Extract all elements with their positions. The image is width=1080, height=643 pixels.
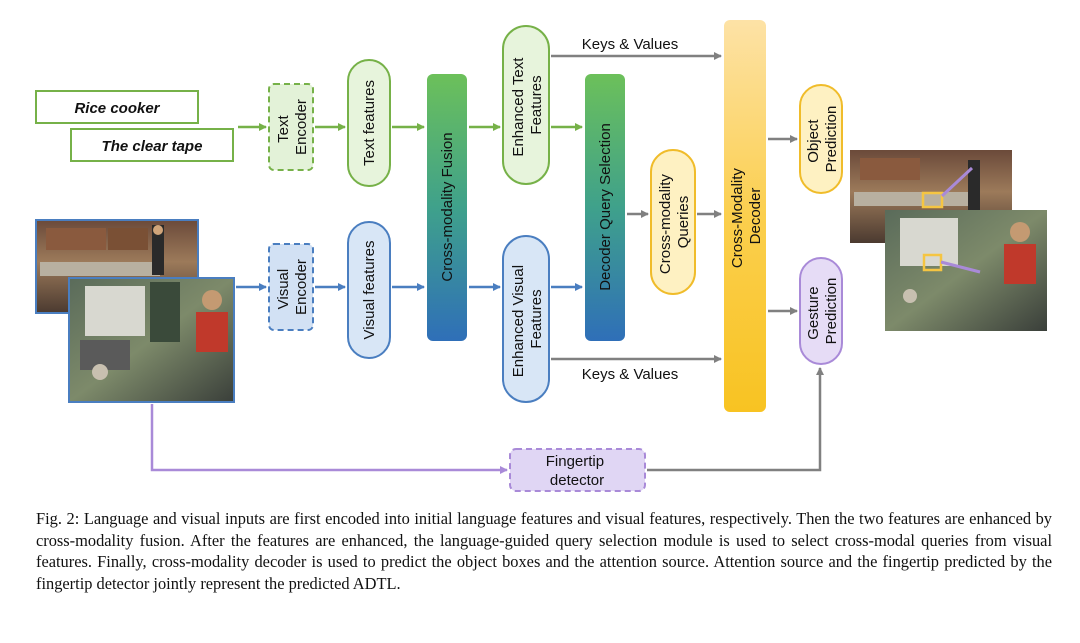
cross-modality-decoder-label: Cross-Modality Decoder (729, 164, 764, 268)
keys-values-top-label: Keys & Values (582, 36, 678, 53)
enhanced-text-features-pill (502, 25, 550, 185)
text-encoder-box (268, 83, 314, 171)
text-input-2: The clear tape (102, 138, 203, 155)
visual-features-pill (347, 221, 391, 359)
fingertip-detector-label: Fingertip detector (546, 453, 609, 489)
decoder-query-selection-block (585, 74, 625, 341)
text-features-pill (347, 59, 391, 187)
cross-modality-fusion-block (427, 74, 467, 341)
object-prediction-pill (799, 84, 843, 194)
keys-values-bottom-label: Keys & Values (582, 366, 678, 383)
cross-modality-fusion-label: Cross-modality Fusion (439, 132, 456, 281)
output-room-image (885, 210, 1047, 331)
visual-encoder-box (268, 243, 314, 331)
arrow-fingertip-to-gesture (647, 367, 824, 472)
fingertip-detector-box (509, 448, 646, 492)
visual-encoder-label: Visual Encoder (275, 259, 310, 315)
arrow-image-to-fingertip (150, 404, 508, 474)
gesture-prediction-pill (799, 257, 843, 365)
figure-caption: Fig. 2: Language and visual inputs are f… (36, 509, 1052, 593)
text-input-box-2 (70, 128, 234, 162)
object-prediction-label: Object Prediction (805, 106, 840, 173)
decoder-query-selection-label: Decoder Query Selection (597, 123, 614, 291)
text-features-label: Text features (361, 80, 378, 166)
room-image (68, 277, 235, 403)
text-input-box-1 (35, 90, 199, 124)
kitchen-image (35, 219, 199, 314)
text-input-1: Rice cooker (74, 100, 160, 117)
cross-modality-decoder-block (724, 20, 766, 412)
cross-modality-queries-label: Cross-modality Queries (657, 170, 692, 274)
text-encoder-label: Text Encoder (275, 99, 310, 155)
enhanced-text-features-label: Enhanced Text Features (510, 53, 545, 156)
enhanced-visual-features-label: Enhanced Visual Features (510, 261, 545, 377)
cross-modality-queries-pill (650, 149, 696, 295)
visual-features-label: Visual features (361, 241, 378, 340)
architecture-diagram: Rice cooker The clear tape Text Encoder … (35, 20, 1047, 492)
gesture-prediction-label: Gesture Prediction (805, 278, 840, 345)
enhanced-visual-features-pill (502, 235, 550, 403)
